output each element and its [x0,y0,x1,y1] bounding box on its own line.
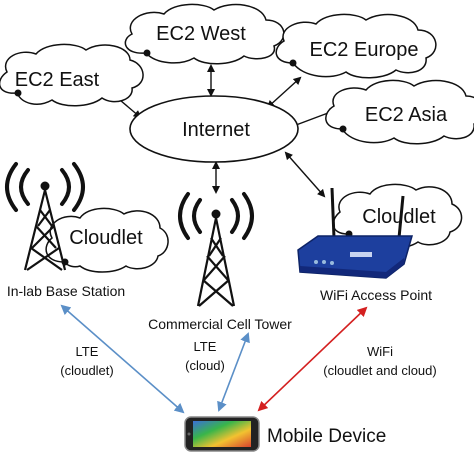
wifi-label-1: WiFi [367,344,393,359]
link-internet-wifi [284,151,326,198]
cloudlet-lab-label: Cloudlet [69,227,143,249]
lab-station-label: In-lab Base Station [7,283,125,299]
lab-tower-icon [5,162,85,271]
link-lte-cloud [217,332,250,412]
ec2-east-label: EC2 East [15,69,100,91]
cloudlet-wifi-label: Cloudlet [362,206,436,228]
cloud-ec2-asia: EC2 Asia [325,79,474,145]
cell-tower-icon [178,192,254,307]
lte-cloud-label-2: (cloud) [185,358,225,373]
link-internet-europe [266,76,302,109]
internet-node: Internet [129,95,299,163]
phone-icon [184,416,260,452]
cloud-cloudlet-lab: Cloudlet [45,207,169,273]
lte-cloudlet-label-1: LTE [76,344,99,359]
wifi-ap-label: WiFi Access Point [320,287,432,303]
wifi-label-2: (cloudlet and cloud) [323,363,436,378]
internet-label: Internet [182,119,250,141]
link-lte-cloudlet [60,304,185,414]
cloud-ec2-west: EC2 West [124,3,285,65]
wifi-router-icon [297,187,413,279]
lte-cloud-label-1: LTE [194,339,217,354]
lte-cloudlet-label-2: (cloudlet) [60,363,113,378]
cloud-ec2-europe: EC2 Europe [275,13,437,79]
cell-tower-label: Commercial Cell Tower [148,316,292,332]
link-wifi [257,306,368,412]
ec2-europe-label: EC2 Europe [310,39,419,61]
ec2-west-label: EC2 West [156,23,246,45]
ec2-asia-label: EC2 Asia [365,104,448,126]
cloud-ec2-east: EC2 East [0,43,144,107]
mobile-device-label: Mobile Device [267,426,386,447]
